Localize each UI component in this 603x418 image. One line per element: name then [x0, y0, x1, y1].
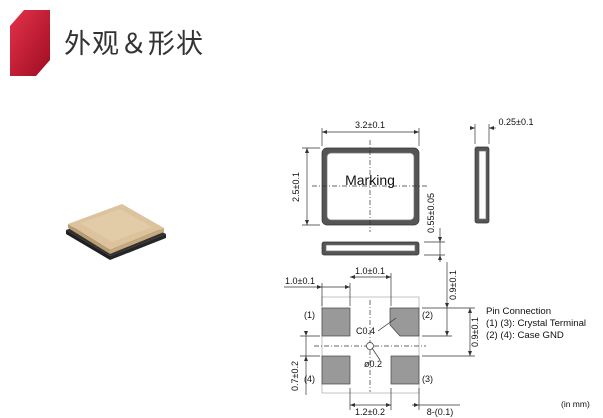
page-title: 外观＆形状	[64, 29, 204, 60]
side-view-outline	[474, 146, 490, 224]
units-note: (in mm)	[561, 399, 590, 409]
lid-height-dim: 0.55±0.05	[426, 193, 436, 233]
legend-line-1: (1) (3): Crystal Terminal	[486, 318, 587, 329]
pin1-label: (1)	[304, 310, 315, 320]
edge-dim: 8-(0.1)	[427, 407, 454, 417]
pad-gap-v-dim: 0.9±0.1	[470, 317, 480, 347]
pin2-label: (2)	[422, 310, 433, 320]
thickness-dim: 0.25±0.1	[499, 117, 534, 127]
legend-line-2: (2) (4): Case GND	[486, 330, 564, 341]
legend-title: Pin Connection	[486, 306, 552, 317]
hole-label: ø0.2	[364, 359, 382, 369]
pitch-y-dim: 0.7±0.2	[290, 361, 300, 391]
front-view-outline	[321, 241, 420, 256]
pin4-label: (4)	[304, 374, 315, 384]
crystal-package-photo	[66, 204, 166, 260]
red-corner-tab-icon	[10, 10, 50, 76]
pin-connection-legend: Pin Connection (1) (3): Crystal Terminal…	[486, 306, 586, 342]
pad-height-dim: 0.9±0.1	[448, 270, 458, 300]
width-dim: 3.2±0.1	[355, 120, 385, 130]
chamfer-label: C0.4	[356, 326, 375, 336]
pad-width-dim: 1.0±0.1	[285, 276, 315, 286]
top-view-outline	[321, 147, 420, 226]
height-dim: 2.5±0.1	[291, 172, 301, 202]
pin3-label: (3)	[422, 374, 433, 384]
marking-label: Marking	[345, 172, 395, 188]
pad-gap-dim: 1.0±0.1	[355, 266, 385, 276]
pitch-x-dim: 1.2±0.2	[355, 407, 385, 417]
